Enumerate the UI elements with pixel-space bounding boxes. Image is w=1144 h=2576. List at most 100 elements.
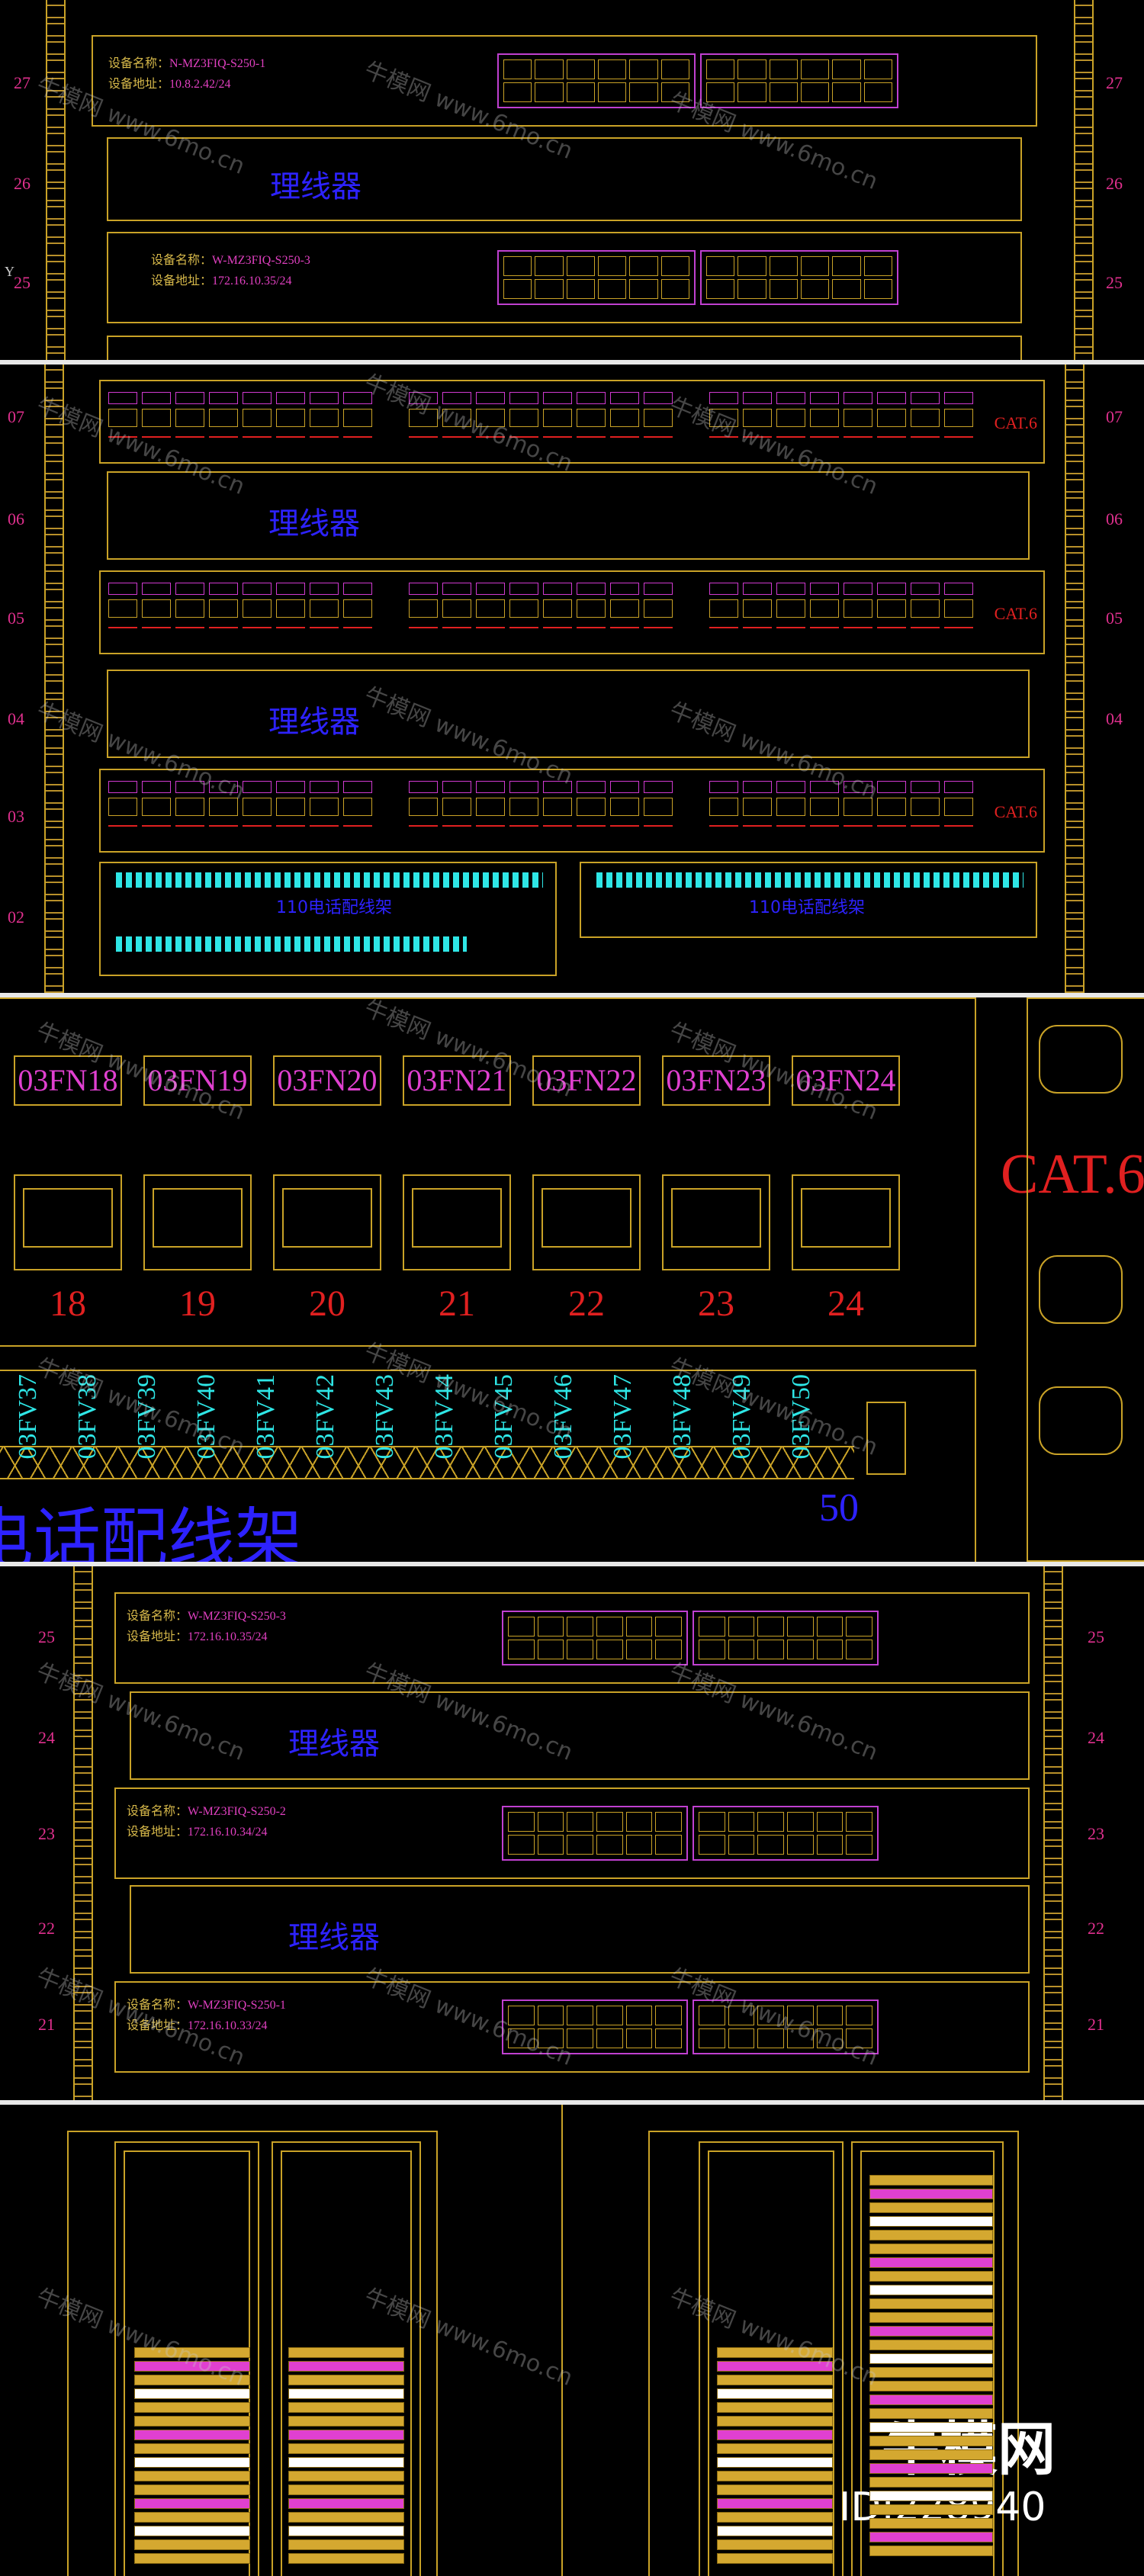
rj45-jack [792, 1174, 900, 1270]
patch-port [476, 392, 505, 438]
unit-number: 21 [38, 2015, 55, 2034]
switch-ports [497, 53, 696, 108]
device-name: N-MZ3FIQ-S250-1 [169, 57, 266, 70]
device-address: 172.16.10.35/24 [188, 1630, 268, 1644]
addr-label: 设备地址： [127, 1826, 188, 1839]
patch-port [911, 392, 940, 438]
panel-separator [0, 360, 1144, 365]
patch-port [844, 781, 872, 827]
name-label: 设备名称： [127, 1610, 188, 1623]
patch-port [610, 583, 639, 628]
rack-rail-right [1074, 0, 1094, 360]
cabinet-frame [67, 2131, 438, 2576]
y-axis-label: Y [5, 264, 14, 279]
name-label: 设备名称： [127, 1805, 188, 1818]
jack-number: 18 [50, 1283, 86, 1324]
unit-number: 02 [8, 907, 24, 927]
patch-port [944, 583, 973, 628]
rack-equipment [717, 2512, 833, 2523]
telephone-distribution-frame: 110电话配线架 [99, 862, 557, 976]
terminal-strip [596, 872, 1023, 888]
rack-equipment [869, 2518, 993, 2529]
name-label: 设备名称： [151, 254, 213, 267]
patch-port [476, 781, 505, 827]
device-info: 设备名称：N-MZ3FIQ-S250-1 设备地址：10.8.2.42/24 [108, 53, 265, 95]
rack-equipment [717, 2443, 833, 2454]
device-info: 设备名称：W-MZ3FIQ-S250-3 设备地址：172.16.10.35/2… [127, 1606, 286, 1647]
patch-port [442, 392, 471, 438]
patch-port [709, 392, 738, 438]
frame-count: 50 [819, 1486, 859, 1530]
rack-equipment [134, 2388, 250, 2399]
device-info: 设备名称：W-MZ3FIQ-S250-1 设备地址：172.16.10.33/2… [127, 1995, 286, 2036]
port-label: 03FN18 [14, 1055, 122, 1106]
cabinet-door [860, 2150, 995, 2576]
device-info: 设备名称：W-MZ3FIQ-S250-3 设备地址：172.16.10.35/2… [151, 250, 310, 291]
rj45-jack [143, 1174, 252, 1270]
patch-panel: CAT.6 [99, 380, 1045, 464]
rack-equipment [134, 2416, 250, 2427]
patch-port [108, 781, 137, 827]
rack-equipment [288, 2512, 404, 2523]
rack-equipment [288, 2416, 404, 2427]
switch-unit: 设备名称：W-MZ3FIQ-S250-2 设备地址：172.16.10.34/2… [114, 1787, 1030, 1879]
rack-rail-left [46, 0, 66, 360]
patch-port [243, 392, 272, 438]
terminal-strip [116, 872, 543, 888]
rack-equipment [869, 2340, 993, 2350]
rack-equipment [288, 2484, 404, 2495]
rail-hole [1039, 1255, 1123, 1324]
rack-equipment [288, 2526, 404, 2536]
rack-equipment [134, 2443, 250, 2454]
unit-number: 04 [8, 709, 24, 728]
jack-number: 24 [827, 1283, 864, 1324]
switch-unit: 设备名称：W-MZ3FIQ-S250-1 设备地址：172.16.10.33/2… [114, 1981, 1030, 2073]
cabinet [851, 2141, 1004, 2576]
patch-port [810, 392, 839, 438]
panel-separator [0, 993, 1144, 997]
switch-ports [502, 1806, 688, 1861]
rack-equipment [134, 2347, 250, 2358]
frame-pair-label: 03FV41 [252, 1374, 280, 1460]
cable-manager-label: 理线器 [268, 705, 360, 740]
cat-label: CAT.6 [1001, 1143, 1144, 1206]
rack-equipment [869, 2491, 993, 2501]
rack-equipment [134, 2553, 250, 2564]
rail-hole [1039, 1386, 1123, 1455]
port-label: 03FN22 [532, 1055, 641, 1106]
switch-ports [502, 1999, 688, 2054]
patch-port [776, 392, 805, 438]
patch-port-group [108, 392, 973, 438]
switch-ports [693, 1999, 879, 2054]
rack-equipment [869, 2298, 993, 2309]
frame-end-block [866, 1402, 906, 1475]
rack-equipment [869, 2189, 993, 2199]
switch-ports [700, 53, 898, 108]
unit-number: 07 [8, 407, 24, 426]
name-label: 设备名称： [108, 57, 170, 70]
frame-pair-label: 03FV43 [371, 1374, 399, 1460]
rack-equipment [288, 2361, 404, 2372]
jack-number: 22 [568, 1283, 605, 1324]
patch-port [175, 392, 204, 438]
patch-port-group [108, 781, 973, 827]
patch-port [709, 583, 738, 628]
rack-equipment [869, 2463, 993, 2474]
patch-port [142, 781, 171, 827]
port-label: 03FN19 [143, 1055, 252, 1106]
rack-equipment [869, 2449, 993, 2460]
patch-port [409, 392, 438, 438]
rack-equipment [134, 2430, 250, 2440]
device-name: W-MZ3FIQ-S250-3 [212, 254, 310, 267]
rack-rail-left [44, 365, 64, 993]
switch-ports [693, 1806, 879, 1861]
rack-equipment [869, 2271, 993, 2282]
switch-ports [502, 1611, 688, 1665]
rack-unit [107, 336, 1022, 360]
rack-rail-right [1043, 1566, 1063, 2100]
unit-number: 25 [1088, 1627, 1104, 1646]
switch-ports [497, 250, 696, 305]
patch-port [709, 781, 738, 827]
rack-equipment [288, 2402, 404, 2413]
